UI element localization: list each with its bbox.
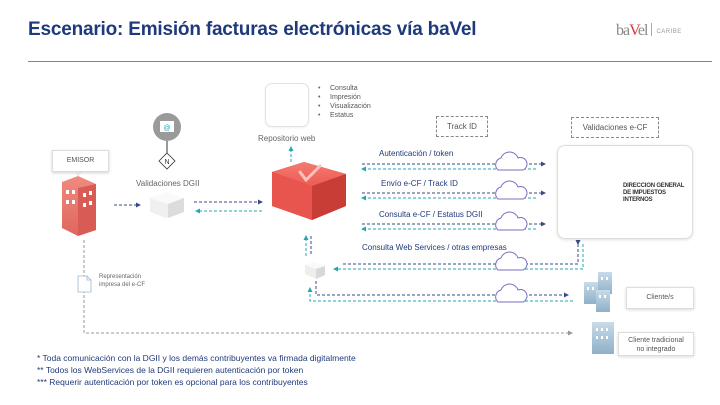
- dgii-validation-label: Validaciones DGII: [136, 179, 200, 188]
- dgii-validation-box-icon: [150, 192, 184, 218]
- ecf-validation-label: Validaciones e-CF: [571, 117, 659, 138]
- clients-buildings-icon: [584, 272, 612, 312]
- header-divider: [28, 61, 712, 62]
- footnote: ** Todos los WebServices de la DGII requ…: [37, 365, 304, 375]
- traditional-client-line: Cliente tradicional: [628, 337, 684, 344]
- logo-region: CARIBE: [656, 29, 682, 35]
- dgii-org-line: DE IMPUESTOS: [623, 190, 666, 196]
- feature-item: Impresión: [318, 93, 371, 102]
- bavel-logo: baVel CARIBE: [616, 22, 706, 44]
- flow-label-auth: Autenticación / token: [379, 149, 454, 158]
- cloud-icon: [495, 251, 528, 271]
- svg-text:@: @: [163, 125, 170, 132]
- flow-label-query: Consulta e-CF / Estatus DGII: [379, 210, 483, 219]
- cloud-icon: [495, 180, 528, 200]
- page-title: Escenario: Emisión facturas electrónicas…: [28, 19, 477, 40]
- node-n-icon: N: [158, 152, 176, 170]
- svg-text:N: N: [164, 159, 169, 166]
- printed-line: impresa del e-CF: [99, 282, 146, 288]
- checkmark-icon: [298, 164, 322, 183]
- footnote: * Toda comunicación con la DGII y los de…: [37, 353, 356, 363]
- cloud-icon: [495, 211, 528, 231]
- traditional-client-line: no integrado: [636, 346, 676, 353]
- logo-text-end: el: [637, 22, 649, 39]
- feature-item: Visualización: [318, 102, 371, 111]
- webservice-box-icon: [305, 262, 325, 279]
- track-id-label: Track ID: [436, 116, 488, 137]
- email-icon: @: [153, 113, 181, 141]
- clients-label: Cliente/s: [626, 287, 694, 309]
- dgii-org-line: INTERNOS: [623, 197, 653, 203]
- dgii-card: [557, 145, 693, 239]
- feature-item: Estatus: [318, 111, 371, 120]
- bavel-platform-icon: [272, 162, 346, 220]
- dgii-org-line: DIRECCION GENERAL: [623, 183, 685, 189]
- printed-representation-label: Representación impresa del e-CF: [99, 273, 145, 289]
- footnotes: * Toda comunicación con la DGII y los de…: [37, 352, 356, 388]
- flow-label-webservices: Consulta Web Services / otras empresas: [362, 243, 507, 252]
- cloud-icons: [495, 151, 528, 303]
- emisor-building-icon: [62, 176, 96, 236]
- logo-text: ba: [616, 22, 630, 39]
- traditional-client-label: Cliente tradicional no integrado: [618, 332, 694, 356]
- repository-web-box[interactable]: [265, 83, 309, 127]
- cloud-icon: [495, 283, 528, 303]
- logo-accent: V: [629, 22, 639, 39]
- flow-label-send: Envío e-CF / Track ID: [381, 179, 458, 188]
- printed-line: Representación: [99, 274, 142, 280]
- flow-lines: [83, 161, 584, 336]
- document-icon: [77, 275, 92, 293]
- traditional-client-building-icon: [592, 322, 614, 354]
- feature-item: Consulta: [318, 84, 371, 93]
- footnote: *** Requerir autenticación por token es …: [37, 377, 308, 387]
- cloud-icon: [495, 151, 528, 171]
- dgii-org-name: DIRECCION GENERAL DE IMPUESTOS INTERNOS: [623, 183, 684, 204]
- repository-features: Consulta Impresión Visualización Estatus: [318, 84, 371, 120]
- repository-label: Repositorio web: [258, 134, 316, 143]
- logo-divider: [651, 23, 653, 36]
- emisor-label: EMISOR: [52, 150, 109, 172]
